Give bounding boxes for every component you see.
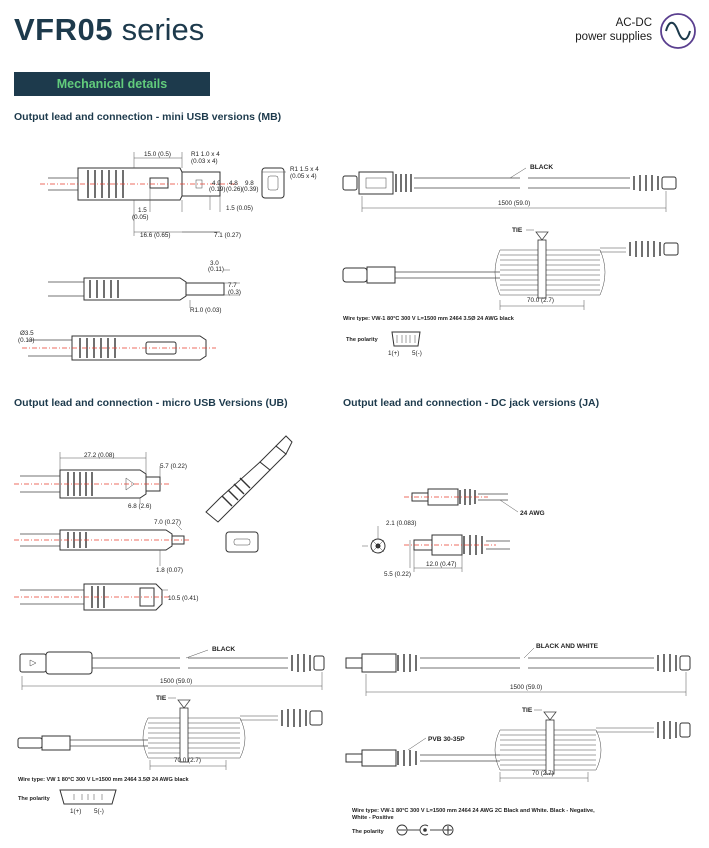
mb-dim-r1-0x4: R1 1.0 x 4 bbox=[191, 151, 220, 158]
category-line-1: AC-DC bbox=[615, 17, 652, 29]
ub-polarity-diagram: The polarity 1(+) 5(-) bbox=[18, 789, 117, 815]
mb-dim-4-8-in: (0.26) bbox=[226, 186, 242, 193]
mb-dim-7-1: 7.1 (0.27) bbox=[214, 232, 241, 239]
category-line-2: power supplies bbox=[575, 31, 652, 43]
ja-cable-color: BLACK AND WHITE bbox=[536, 643, 599, 650]
mb-dim-3-0: 3.0 bbox=[210, 260, 219, 267]
ja-dim-2-1: 2.1 (0.083) bbox=[386, 520, 416, 527]
mb-polarity-diagram: The polarity 1(+) 5(-) bbox=[346, 331, 422, 357]
mb-dim-7-7: 7.7 bbox=[228, 282, 237, 289]
ja-bundle-length: 70 (2.7) bbox=[532, 770, 554, 777]
mb-dim-4-8: 4.8 bbox=[229, 180, 238, 187]
mb-dim-9-8: 9.8 bbox=[245, 180, 254, 187]
ac-sine-wave-icon bbox=[660, 13, 696, 49]
minus-symbol-icon bbox=[396, 824, 408, 836]
ub-bottom-view-drawing: 10.5 (0.41) bbox=[14, 583, 198, 611]
ja-tie-label: TIE bbox=[522, 707, 533, 714]
mb-polarity-neg: 5(-) bbox=[412, 350, 422, 357]
mb-polarity-pos: 1(+) bbox=[388, 350, 399, 357]
mb-wire-type: Wire type: VW-1 80°C 300 V L=1500 mm 246… bbox=[343, 316, 515, 322]
mb-dim-dia-3-5-in: (0.13) bbox=[18, 337, 34, 344]
series-name: VFR05 bbox=[14, 12, 113, 47]
ja-wire-gauge: 24 AWG bbox=[520, 510, 545, 517]
center-pin-icon bbox=[419, 824, 429, 836]
ja-cable-length: 1500 (59.0) bbox=[510, 684, 542, 691]
ja-bundle-drawing: TIE PVB 30-35P 70 (2.7) Wire type: VW-1 … bbox=[345, 707, 691, 821]
mb-dim-r1-5x4-in: (0.05 x 4) bbox=[290, 173, 317, 180]
ja-cable-drawing: BLACK AND WHITE 1500 (59.0) bbox=[345, 643, 691, 696]
ub-section-title: Output lead and connection - micro USB V… bbox=[14, 397, 288, 409]
ub-bundle-length: 70.0 (2.7) bbox=[174, 757, 201, 764]
ub-polarity-neg: 5(-) bbox=[94, 808, 104, 815]
mb-dim-16-6: 16.6 (0.65) bbox=[140, 232, 170, 239]
mb-section-title: Output lead and connection - mini USB ve… bbox=[14, 111, 282, 123]
ub-dim-5-7: 5.7 (0.22) bbox=[160, 463, 187, 470]
ub-polarity-pos: 1(+) bbox=[70, 808, 81, 815]
mb-polarity-label: The polarity bbox=[346, 337, 379, 343]
ub-dim-7-0: 7.0 (0.27) bbox=[154, 519, 181, 526]
ja-section-title: Output lead and connection - DC jack ver… bbox=[343, 397, 600, 409]
category-text: AC-DC power supplies bbox=[575, 16, 652, 44]
ja-dimension-drawing: 2.1 (0.083) 5.5 (0.22) 12.0 (0.47) bbox=[362, 520, 510, 578]
page-title: VFR05 series bbox=[14, 10, 204, 50]
ub-cable-color: BLACK bbox=[212, 646, 235, 653]
mb-bundle-drawing: TIE 70.0 (2.7) Wire type: VW-1 80°C 300 … bbox=[342, 227, 679, 322]
mb-bottom-view-drawing: Ø3.5 (0.13) bbox=[18, 330, 216, 361]
ja-plug-drawing: 24 AWG bbox=[404, 488, 545, 517]
ub-dim-1-8: 1.8 (0.07) bbox=[156, 567, 183, 574]
mb-dim-9-8-in: (0.39) bbox=[242, 186, 258, 193]
mb-cable-length: 1500 (59.0) bbox=[498, 200, 530, 207]
ub-tie-label: TIE bbox=[156, 695, 167, 702]
mb-top-view-drawing: 15.0 (0.5) R1 1.0 x 4 (0.03 x 4) R1 1.5 … bbox=[40, 151, 319, 239]
mb-dim-r1-5x4: R1 1.5 x 4 bbox=[290, 166, 319, 173]
ub-wire-type: Wire type: VW 1 80°C 300 V L=1500 mm 246… bbox=[18, 777, 190, 783]
ub-isometric-drawing bbox=[205, 435, 293, 553]
mb-dim-15-0: 15.0 (0.5) bbox=[144, 151, 171, 158]
ub-dim-6-8: 6.8 (2.6) bbox=[128, 503, 151, 510]
ja-wire-type-1: Wire type: VW-1 80°C 300 V L=1500 mm 246… bbox=[352, 808, 595, 814]
ub-top-view-drawing: 27.2 (0.08) 5.7 (0.22) 6.8 (2.6) bbox=[14, 452, 187, 510]
mb-dim-dia-3-5: Ø3.5 bbox=[20, 330, 34, 337]
mb-tie-label: TIE bbox=[512, 227, 523, 234]
ub-cable-length: 1500 (59.0) bbox=[160, 678, 192, 685]
ja-dim-12-0: 12.0 (0.47) bbox=[426, 561, 456, 568]
ub-cable-drawing: BLACK 1500 (59.0) bbox=[19, 646, 325, 690]
ub-polarity-label: The polarity bbox=[18, 796, 51, 802]
mb-dim-4-9: 4.9 bbox=[212, 180, 221, 187]
mb-dim-1-5-in: (0.05) bbox=[132, 214, 148, 221]
mb-bundle-length: 70.0 (2.7) bbox=[527, 297, 554, 304]
ub-dim-27-2: 27.2 (0.08) bbox=[84, 452, 114, 459]
ja-polarity-label: The polarity bbox=[352, 829, 385, 835]
mb-cable-color: BLACK bbox=[530, 164, 553, 171]
ja-polarity-diagram: The polarity bbox=[352, 824, 454, 836]
mb-cable-drawing: BLACK 1500 (59.0) bbox=[342, 164, 677, 212]
ub-dim-10-5: 10.5 (0.41) bbox=[168, 595, 198, 602]
mb-dim-r1-0: R1.0 (0.03) bbox=[190, 307, 222, 314]
mb-dim-1-5: 1.5 bbox=[138, 207, 147, 214]
ub-bundle-drawing: TIE 70.0 (2.7) Wire type: VW 1 80°C 300 … bbox=[17, 695, 323, 783]
mb-side-view-drawing: 3.0 (0.11) 7.7 (0.3) R1.0 (0.03) bbox=[48, 260, 241, 314]
mb-dim-r1-0x4-in: (0.03 x 4) bbox=[191, 158, 218, 165]
mechanical-details-tab[interactable]: Mechanical details bbox=[14, 72, 210, 96]
ja-wire-type-2: White - Positive bbox=[352, 815, 394, 821]
mb-dim-4-9-in: (0.19) bbox=[209, 186, 225, 193]
ub-side-view-drawing: 7.0 (0.27) 1.8 (0.07) bbox=[14, 519, 190, 574]
mb-dim-3-0-in: (0.11) bbox=[208, 266, 224, 273]
ja-dim-5-5: 5.5 (0.22) bbox=[384, 571, 411, 578]
series-suffix: series bbox=[121, 12, 205, 47]
ja-boot-label: PVB 30-35P bbox=[428, 736, 465, 743]
plus-symbol-icon bbox=[442, 824, 454, 836]
mb-dim-7-7-in: (0.3) bbox=[228, 289, 241, 296]
mb-dim-1-5b: 1.5 (0.05) bbox=[226, 205, 253, 212]
